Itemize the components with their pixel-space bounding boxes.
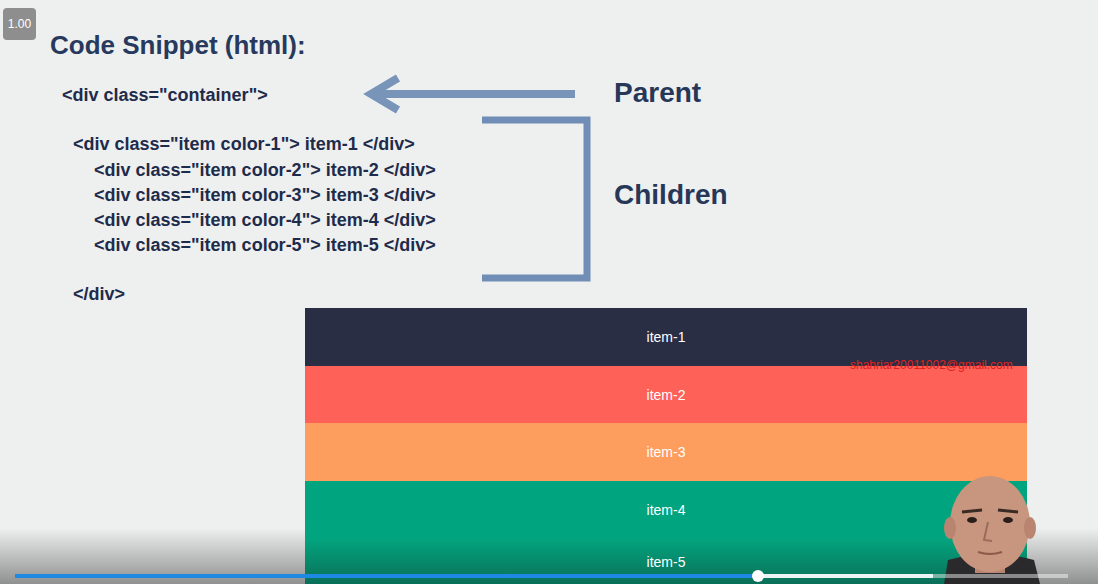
children-bracket bbox=[482, 120, 587, 278]
code-line: <div class="item color-5"> item-5 </div> bbox=[94, 235, 436, 256]
item-band: item-1 bbox=[305, 308, 1027, 366]
code-line: <div class="item color-2"> item-2 </div> bbox=[94, 160, 436, 181]
slide-title: Code Snippet (html): bbox=[50, 30, 306, 61]
code-line: <div class="container"> bbox=[62, 85, 268, 106]
code-line: <div class="item color-4"> item-4 </div> bbox=[94, 210, 436, 231]
item-label: item-2 bbox=[647, 387, 686, 403]
parent-arrowhead bbox=[371, 78, 398, 110]
item-label: item-3 bbox=[647, 444, 686, 460]
watermark: shahriar20011002@gmail.com bbox=[850, 358, 1013, 372]
code-line: <div class="item color-3"> item-3 </div> bbox=[94, 185, 436, 206]
item-band: item-5 bbox=[305, 539, 1027, 584]
item-band: item-3 bbox=[305, 423, 1027, 481]
code-line: <div class="item color-1"> item-1 </div> bbox=[73, 134, 415, 155]
code-line: </div> bbox=[73, 284, 125, 305]
item-label: item-4 bbox=[647, 502, 686, 518]
parent-label: Parent bbox=[614, 77, 701, 109]
item-label: item-5 bbox=[647, 554, 686, 570]
speed-badge: 1.00 bbox=[3, 8, 36, 40]
item-label: item-1 bbox=[647, 329, 686, 345]
children-label: Children bbox=[614, 179, 728, 211]
parent-arrow bbox=[372, 90, 575, 98]
item-band: item-2 bbox=[305, 366, 1027, 423]
item-band: item-4 bbox=[305, 481, 1027, 539]
